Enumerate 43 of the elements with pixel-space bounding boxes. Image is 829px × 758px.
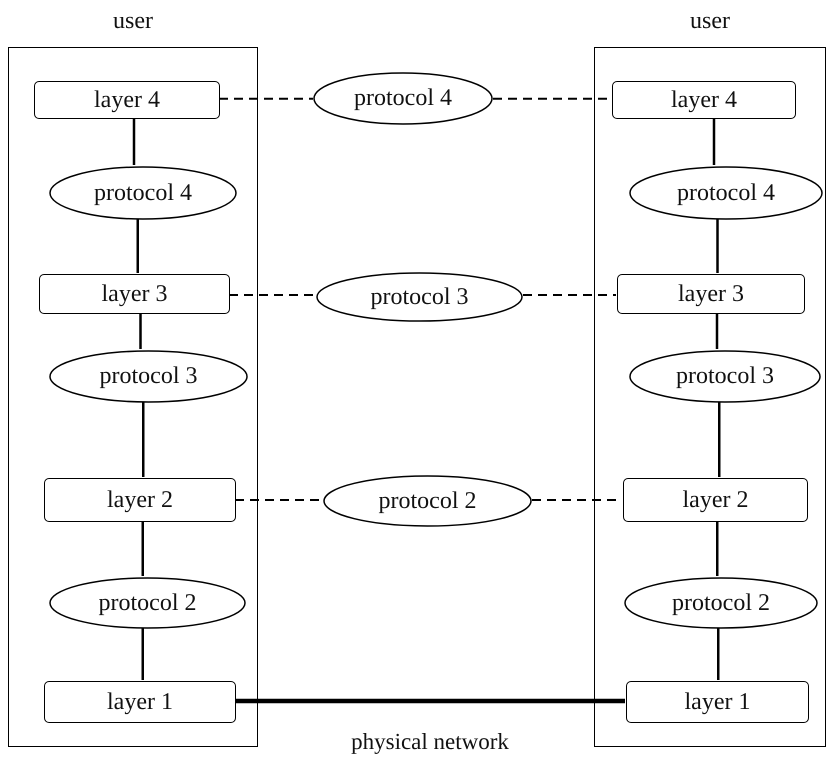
layer-box [44,478,236,522]
connector-line [142,402,144,477]
connector-line [139,313,142,349]
layer-box [34,81,220,119]
dashed-connector [229,294,316,296]
node-label: protocol 3 [370,284,468,310]
node-label: protocol 3 [100,363,198,390]
connector-line [712,118,716,165]
node-label: protocol 4 [677,180,775,206]
node-label: layer 1 [107,688,173,716]
connector-line [716,219,719,273]
node-label: layer 3 [102,280,168,308]
connector-line [235,698,625,704]
connector-line [142,628,144,680]
connector-line [718,402,720,477]
node-label: layer 1 [684,688,750,716]
node-label: protocol 2 [672,590,770,616]
node-label: layer 2 [682,486,748,514]
connector-line [716,313,718,349]
node-label: layer 4 [671,86,737,114]
node-label: protocol 2 [378,488,476,514]
frame-heading: user [112,8,154,35]
node-label: protocol 4 [354,85,452,112]
layer-box [623,478,808,522]
node-label: protocol 4 [94,180,192,206]
layer-box [39,274,230,314]
frame-heading: user [689,8,731,35]
connector-line [717,628,720,680]
connector-line [142,521,144,576]
node-label: layer 2 [107,486,173,514]
node-label: protocol 3 [676,363,774,390]
connector-line [132,118,136,165]
layer-box [617,274,805,314]
node-label: layer 4 [94,86,160,114]
layer-box [626,681,809,723]
connector-line [136,219,139,273]
node-label: protocol 2 [98,590,196,616]
node-label: layer 3 [678,280,744,308]
dashed-connector [219,98,313,100]
layer-box [612,81,796,119]
dashed-connector [523,294,616,296]
connector-line [716,521,718,576]
layer-box [44,681,236,723]
